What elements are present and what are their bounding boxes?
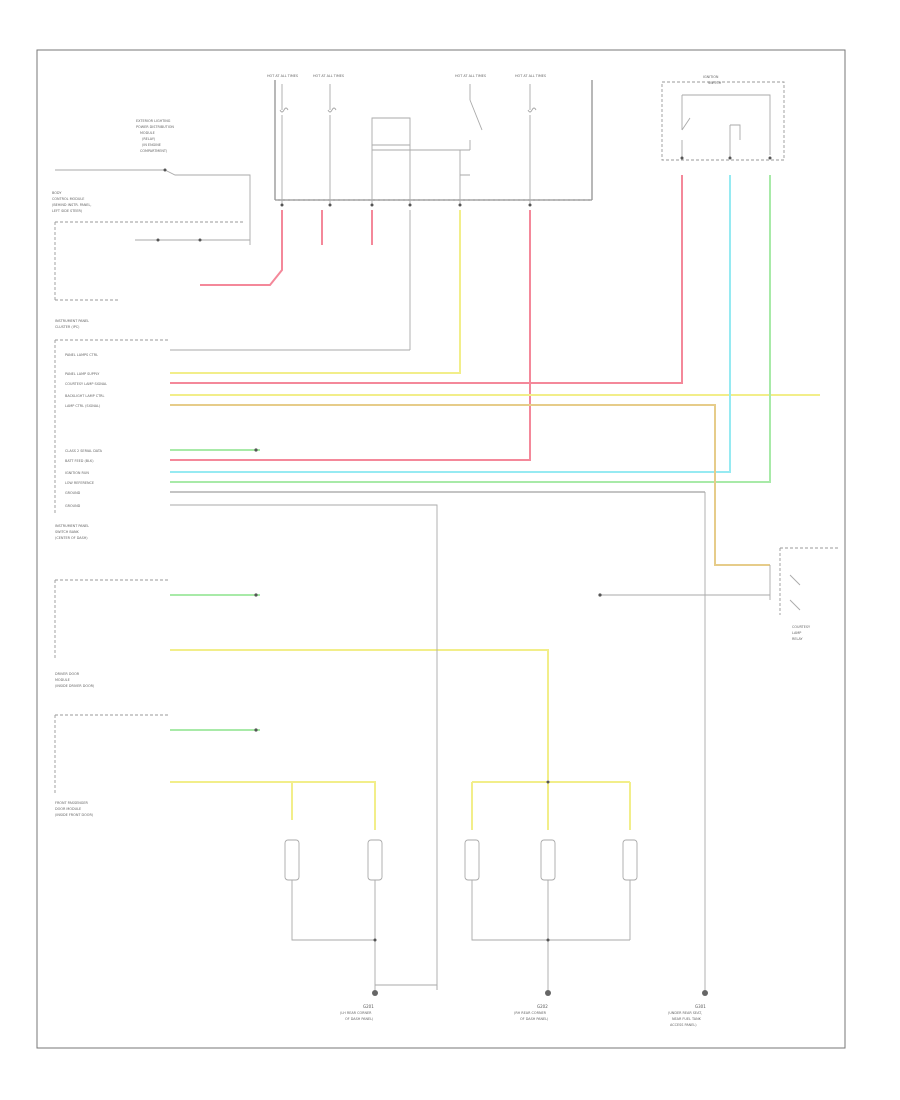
- pin-label: BATT FEED (BLK): [65, 459, 94, 463]
- pin-label: PANEL LAMPS CTRL: [65, 353, 98, 357]
- pin-label: GROUND: [65, 491, 81, 495]
- pin-label: CLASS 2 SERIAL DATA: [65, 449, 103, 453]
- module-label: (IN ENGINE: [142, 143, 161, 147]
- connector-dots: [254, 448, 602, 732]
- module-label: BODY: [52, 191, 62, 195]
- tan-wire: [170, 404, 770, 566]
- module-label: RELAY: [792, 637, 804, 641]
- ground-label: (LH REAR CORNER: [340, 1011, 372, 1015]
- lamp-switches: [284, 780, 638, 990]
- pin-label: COURTESY LAMP SIGNAL: [65, 382, 107, 386]
- ground-label: (RH REAR CORNER: [514, 1011, 547, 1015]
- ground-wire: [170, 504, 438, 990]
- fuse-label: HOT AT ALL TIMES: [313, 74, 344, 78]
- module-label: DOOR MODULE: [55, 807, 81, 811]
- module-label: EXTERIOR LIGHTING: [136, 119, 171, 123]
- pin-label: BACKLIGHT LAMP CTRL: [65, 394, 105, 398]
- ground-label: OF DASH PANEL): [520, 1017, 549, 1021]
- yellow-wire: [170, 781, 376, 830]
- ground-label: NEAR FUEL TANK: [672, 1017, 702, 1021]
- ground-label: G202: [537, 1004, 548, 1009]
- module-label: IGNITION: [703, 75, 719, 79]
- ground-label: ACCESS PANEL): [670, 1023, 697, 1027]
- module-label: INSTRUMENT PANEL: [55, 524, 89, 528]
- module-label: SWITCH BANK: [55, 530, 80, 534]
- pin-label: LOW REFERENCE: [65, 481, 94, 485]
- fuse-label: HOT AT ALL TIMES: [455, 74, 486, 78]
- ground-g202: G202 (RH REAR CORNER OF DASH PANEL): [514, 990, 551, 1021]
- ground-label: OF DASH PANEL): [345, 1017, 374, 1021]
- passenger-door-module: FRONT PASSENGER DOOR MODULE (INSIDE FRON…: [55, 801, 94, 817]
- module-label: DRIVER DOOR: [55, 672, 80, 676]
- fuse-label: HOT AT ALL TIMES: [515, 74, 546, 78]
- green-wire: [170, 175, 771, 483]
- ground-g301: G301 (UNDER REAR SEAT, NEAR FUEL TANK AC…: [668, 990, 708, 1027]
- module-label: POWER DISTRIBUTION: [136, 125, 174, 129]
- module-label: MODULE: [140, 131, 155, 135]
- module-label: INSTRUMENT PANEL: [55, 319, 89, 323]
- module-label: FRONT PASSENGER: [55, 801, 89, 805]
- yellow-wire: [471, 781, 631, 830]
- ground-label: G301: [695, 1004, 706, 1009]
- ground-g201: G201 (LH REAR CORNER OF DASH PANEL): [340, 984, 438, 1021]
- module-label: (INSIDE FRONT DOOR): [55, 813, 94, 817]
- module-label: (RELAY): [142, 137, 156, 141]
- ground-label: G201: [363, 1004, 374, 1009]
- instrument-panel-cluster: INSTRUMENT PANEL CLUSTER (IPC) PANEL LAM…: [54, 319, 410, 515]
- ignition-switch: IGNITION SWITCH: [661, 75, 785, 161]
- diagram-border: [36, 49, 846, 1049]
- ground-label: (UNDER REAR SEAT,: [668, 1011, 702, 1015]
- ip-switch-bank: INSTRUMENT PANEL SWITCH BANK (CENTER OF …: [54, 524, 170, 660]
- module-label: CONTROL MODULE: [52, 197, 84, 201]
- red-wire: [200, 210, 283, 286]
- courtesy-relay: COURTESY LAMP RELAY: [600, 547, 840, 641]
- red-wire: [170, 175, 683, 384]
- module-label: COURTESY: [792, 625, 811, 629]
- yellow-wire: [170, 210, 461, 374]
- pin-label: LAMP CTRL (SIGNAL): [65, 404, 101, 408]
- pin-label: PANEL LAMP SUPPLY: [65, 372, 100, 376]
- module-label: CLUSTER (IPC): [55, 325, 80, 329]
- fuse-label: HOT AT ALL TIMES: [267, 74, 298, 78]
- module-label: (BEHIND INSTR. PANEL,: [52, 203, 92, 207]
- module-label: MODULE: [55, 678, 70, 682]
- body-control-module: BODY CONTROL MODULE (BEHIND INSTR. PANEL…: [52, 168, 251, 301]
- module-label: (INSIDE DRIVER DOOR): [55, 684, 95, 688]
- module-label: COMPARTMENT): [140, 149, 168, 153]
- module-label: LEFT SIDE STEER): [52, 209, 83, 213]
- cyan-wire: [170, 175, 731, 473]
- red-wire: [170, 210, 531, 461]
- yellow-wire: [170, 649, 549, 780]
- driver-door-module: DRIVER DOOR MODULE (INSIDE DRIVER DOOR): [54, 672, 170, 795]
- pin-label: GROUND: [65, 504, 81, 508]
- pin-label: IGNITION RUN: [65, 471, 89, 475]
- fuse-block: HOT AT ALL TIMES HOT AT ALL TIMES HOT AT…: [136, 74, 593, 207]
- module-label: LAMP: [792, 631, 801, 635]
- module-label: (CENTER OF DASH): [55, 536, 88, 540]
- module-label: SWITCH: [708, 81, 722, 85]
